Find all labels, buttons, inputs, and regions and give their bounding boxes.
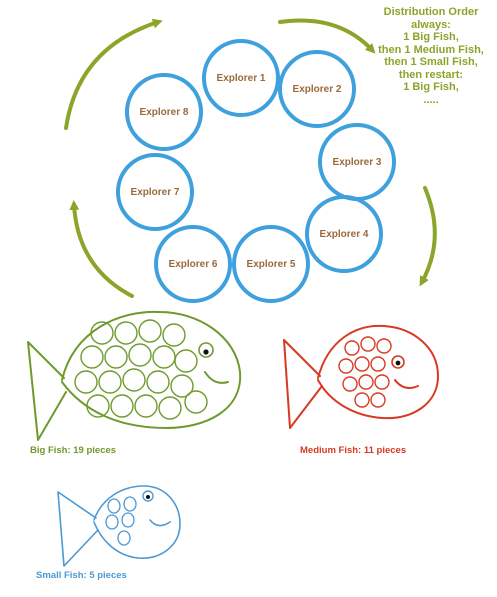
medium-fish-pupil (395, 360, 401, 366)
explorer-2-label: Explorer 2 (293, 84, 342, 95)
explorer-5: Explorer 5 (232, 225, 310, 303)
explorer-7: Explorer 7 (116, 153, 194, 231)
explorer-8: Explorer 8 (125, 73, 203, 151)
big-fish-pupil (203, 349, 209, 355)
note-line: 1 Big Fish, (403, 31, 459, 43)
explorer-6-label: Explorer 6 (169, 259, 218, 270)
explorer-3: Explorer 3 (318, 123, 396, 201)
note-line: ..... (423, 93, 439, 106)
small-fish-pieces (105, 496, 137, 546)
explorer-4: Explorer 4 (305, 195, 383, 273)
big-fish-pieces (74, 319, 208, 420)
big-fish-eye (198, 342, 214, 358)
small-fish-mouth (149, 519, 171, 527)
big-fish-caption: Big Fish: 19 pieces (30, 445, 116, 456)
big-fish-tail (27, 341, 67, 441)
medium-fish-caption: Medium Fish: 11 pieces (300, 445, 406, 456)
explorer-7-label: Explorer 7 (131, 187, 180, 198)
explorer-8-label: Explorer 8 (140, 107, 189, 118)
big-fish-mouth (204, 371, 229, 384)
explorer-5-label: Explorer 5 (247, 259, 296, 270)
note-line: 1 Big Fish, (403, 81, 459, 93)
explorer-ring: Explorer 1 Explorer 2 Explorer 3 Explore… (116, 39, 396, 303)
arrow-top-left (64, 18, 163, 130)
medium-fish-pieces (338, 336, 392, 408)
explorer-4-label: Explorer 4 (320, 229, 369, 240)
small-fish-caption: Small Fish: 5 pieces (36, 570, 127, 581)
explorer-6: Explorer 6 (154, 225, 232, 303)
arrow-left (69, 200, 134, 298)
explorer-3-label: Explorer 3 (333, 157, 382, 168)
note-line: then 1 Medium Fish, (378, 43, 484, 56)
explorer-1: Explorer 1 (202, 39, 280, 117)
medium-fish-eye (391, 355, 405, 369)
medium-fish-mouth (394, 379, 419, 389)
note-line: Distribution Order (383, 6, 479, 18)
note-line: always: (411, 18, 451, 31)
explorer-1-label: Explorer 1 (217, 73, 266, 84)
big-fish-body (61, 310, 242, 429)
small-fish-body (93, 485, 181, 559)
arrow-top-right (278, 18, 376, 54)
medium-fish-body (317, 324, 439, 420)
small-fish-pupil (146, 495, 150, 499)
note-line: then restart: (398, 68, 464, 81)
arrow-right (419, 186, 437, 287)
medium-fish-tail (283, 339, 323, 429)
distribution-order-note: Distribution Order always: 1 Big Fish, t… (370, 6, 492, 106)
small-fish (57, 485, 181, 567)
small-fish-tail (57, 491, 99, 567)
medium-fish (283, 324, 439, 429)
small-fish-eye (142, 490, 154, 502)
note-line: then 1 Small Fish, (384, 56, 478, 68)
big-fish (27, 310, 242, 441)
flow-arrows (64, 18, 437, 298)
explorer-2: Explorer 2 (278, 50, 356, 128)
